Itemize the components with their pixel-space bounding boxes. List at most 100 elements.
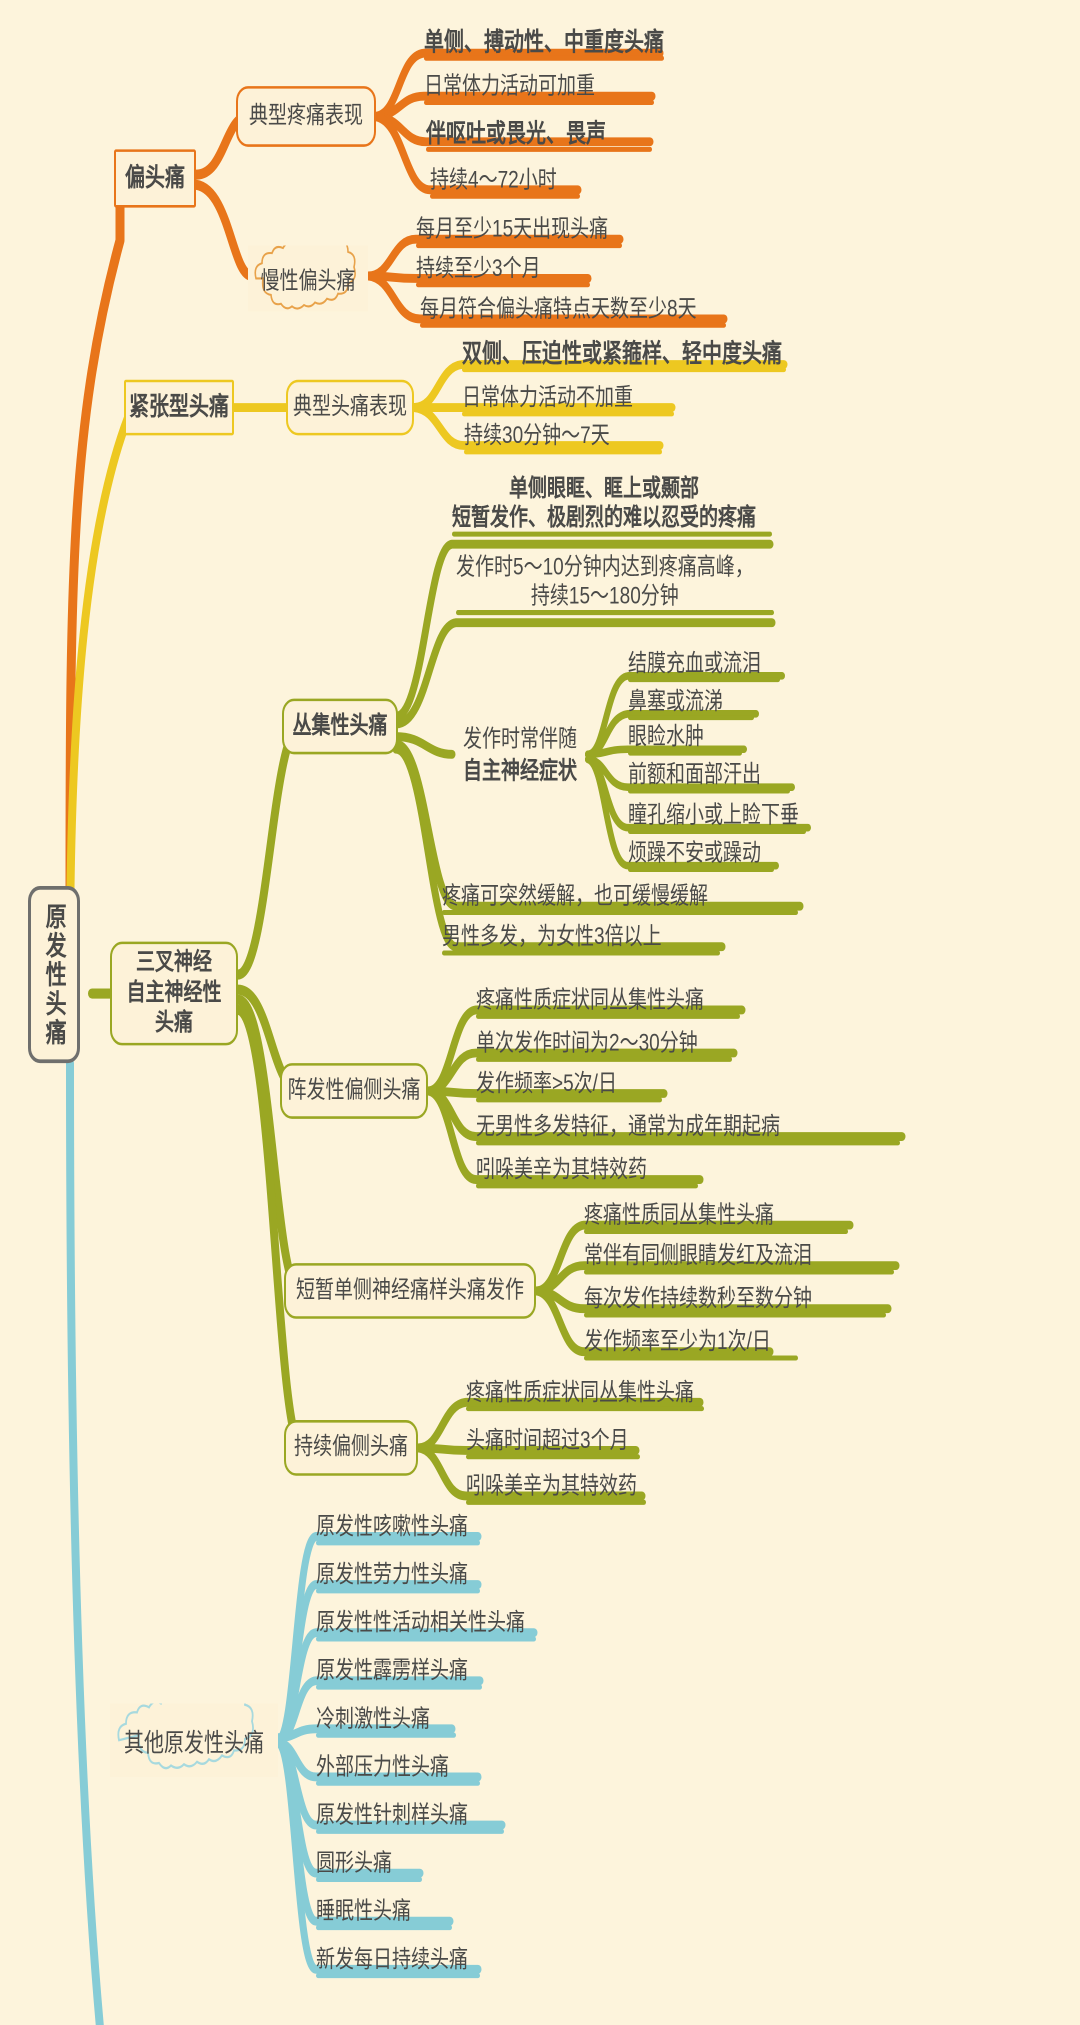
autonomic-group-line-1: 发作时常伴随 [462, 726, 577, 754]
leaf-other-8[interactable]: 圆形头痛 [316, 1850, 422, 1882]
leaf-text: 吲哚美辛为其特效药 [466, 1473, 638, 1500]
leaf-text: 每次发作持续数秒至数分钟 [584, 1285, 813, 1313]
leaf-cluster-1[interactable]: 单侧眼眶、眶上或颞部 短暂发作、极剧烈的难以忍受的疼痛 [452, 476, 772, 537]
leaf-text: 瞳孔缩小或上睑下垂 [628, 802, 800, 829]
branch-tac-line-1: 三叉神经 [135, 949, 212, 977]
leaf-text: 伴呕吐或畏光、畏声 [426, 120, 606, 149]
leaf-text: 原发性性活动相关性头痛 [316, 1609, 526, 1637]
leaf-text: 新发每日持续头痛 [316, 1946, 469, 1974]
leaf-migraine-1[interactable]: 单侧、搏动性、中重度头痛 [424, 28, 664, 61]
leaf-text: 日常体力活动不加重 [462, 384, 634, 412]
leaf-migraine-2[interactable]: 日常体力活动可加重 [424, 73, 654, 105]
leaf-paroxysmal-2[interactable]: 单次发作时间为2～30分钟 [476, 1030, 732, 1062]
leaf-other-7[interactable]: 原发性针刺样头痛 [316, 1802, 504, 1834]
branch-tac[interactable]: 三叉神经 自主神经性 头痛 [110, 941, 238, 1046]
leaf-text: 前额和面部汗出 [628, 761, 762, 789]
leaf-other-6[interactable]: 外部压力性头痛 [316, 1754, 480, 1786]
leaf-suna-4[interactable]: 发作频率至少为1次/日 [584, 1328, 798, 1361]
leaf-cluster-2[interactable]: 发作时5～10分钟内达到疼痛高峰， 持续15～180分钟 [456, 554, 774, 615]
leaf-tension-3[interactable]: 持续30分钟～7天 [464, 422, 662, 455]
leaf-text: 原发性霹雳样头痛 [316, 1657, 469, 1685]
leaf-suna-3[interactable]: 每次发作持续数秒至数分钟 [584, 1285, 886, 1318]
node-cluster-headache[interactable]: 丛集性头痛 [282, 698, 398, 755]
leaf-other-2[interactable]: 原发性劳力性头痛 [316, 1562, 480, 1594]
leaf-text: 睡眠性头痛 [316, 1898, 412, 1926]
node-typical-pain[interactable]: 典型疼痛表现 [236, 86, 376, 147]
node-paroxysmal-hemicrania[interactable]: 阵发性偏侧头痛 [280, 1063, 428, 1119]
leaf-paroxysmal-4[interactable]: 无男性多发特征，通常为成年期起病 [476, 1113, 900, 1146]
cloud-shape-icon [254, 245, 356, 310]
leaf-text: 双侧、压迫性或紧箍样、轻中度头痛 [462, 340, 782, 369]
leaf-text: 头痛时间超过3个月 [466, 1427, 629, 1455]
branch-other-primary[interactable]: 其他原发性头痛 [110, 1703, 278, 1777]
autonomic-group-line-2: 自主神经症状 [462, 758, 577, 785]
leaf-other-10[interactable]: 新发每日持续头痛 [316, 1946, 480, 1978]
leaf-text: 无男性多发特征，通常为成年期起病 [476, 1113, 781, 1141]
node-cluster-headache-label: 丛集性头痛 [292, 712, 388, 740]
leaf-migraine-4[interactable]: 持续4～72小时 [430, 167, 580, 199]
node-hemicrania-continua[interactable]: 持续偏侧头痛 [284, 1420, 418, 1476]
leaf-paroxysmal-5[interactable]: 吲哚美辛为其特效药 [476, 1156, 698, 1189]
leaf-text: 冷刺激性头痛 [316, 1706, 431, 1733]
leaf-paroxysmal-3[interactable]: 发作频率>5次/日 [476, 1070, 662, 1103]
leaf-other-1[interactable]: 原发性咳嗽性头痛 [316, 1513, 480, 1546]
leaf-paroxysmal-1[interactable]: 疼痛性质症状同丛集性头痛 [476, 987, 740, 1019]
leaf-text: 发作频率至少为1次/日 [584, 1328, 771, 1356]
leaf-cluster-extra-1[interactable]: 疼痛可突然缓解，也可缓慢缓解 [442, 883, 798, 915]
leaf-suna-1[interactable]: 疼痛性质同丛集性头痛 [584, 1202, 848, 1234]
root-node[interactable]: 原发性头痛 [28, 885, 80, 1064]
leaf-autonomic-5[interactable]: 瞳孔缩小或上睑下垂 [628, 802, 806, 834]
branch-other-primary-label: 其他原发性头痛 [124, 1729, 264, 1758]
leaf-tension-2[interactable]: 日常体力活动不加重 [462, 384, 674, 417]
leaf-autonomic-2[interactable]: 鼻塞或流涕 [628, 688, 754, 720]
leaf-text: 原发性针刺样头痛 [316, 1802, 469, 1829]
node-tension-typical[interactable]: 典型头痛表现 [286, 379, 414, 436]
leaf-text: 鼻塞或流涕 [628, 688, 724, 716]
leaf-autonomic-1[interactable]: 结膜充血或流泪 [628, 650, 780, 682]
branch-migraine[interactable]: 偏头痛 [114, 149, 196, 208]
branch-tac-line-2: 自主神经性 [126, 979, 222, 1007]
leaf-chronic-2[interactable]: 持续至少3个月 [416, 255, 590, 288]
leaf-text: 原发性咳嗽性头痛 [316, 1513, 469, 1541]
leaf-autonomic-3[interactable]: 眼睑水肿 [628, 723, 742, 756]
leaf-autonomic-6[interactable]: 烦躁不安或躁动 [628, 840, 774, 872]
leaf-text-line2: 短暂发作、极剧烈的难以忍受的疼痛 [452, 504, 757, 532]
node-suna-label: 短暂单侧神经痛样头痛发作 [295, 1277, 524, 1304]
leaf-text: 单次发作时间为2～30分钟 [476, 1030, 698, 1057]
leaf-migraine-3[interactable]: 伴呕吐或畏光、畏声 [426, 119, 652, 152]
leaf-continua-2[interactable]: 头痛时间超过3个月 [466, 1427, 640, 1460]
leaf-text: 持续至少3个月 [416, 255, 541, 283]
node-suna[interactable]: 短暂单侧神经痛样头痛发作 [284, 1263, 536, 1319]
node-chronic-migraine-label: 慢性偏头痛 [260, 267, 356, 295]
leaf-continua-3[interactable]: 吲哚美辛为其特效药 [466, 1473, 646, 1505]
leaf-text: 外部压力性头痛 [316, 1754, 450, 1781]
leaf-other-3[interactable]: 原发性性活动相关性头痛 [316, 1609, 536, 1642]
leaf-continua-1[interactable]: 疼痛性质症状同丛集性头痛 [466, 1379, 704, 1411]
leaf-tension-1[interactable]: 双侧、压迫性或紧箍样、轻中度头痛 [462, 339, 786, 373]
branch-tension-label: 紧张型头痛 [129, 392, 229, 421]
leaf-text: 发作频率>5次/日 [476, 1070, 617, 1098]
leaf-chronic-3[interactable]: 每月符合偏头痛特点天数至少8天 [420, 296, 726, 328]
branch-migraine-label: 偏头痛 [125, 163, 185, 192]
leaf-text: 常伴有同侧眼睛发红及流泪 [584, 1242, 813, 1270]
leaf-other-5[interactable]: 冷刺激性头痛 [316, 1706, 456, 1738]
leaf-other-9[interactable]: 睡眠性头痛 [316, 1898, 452, 1930]
leaf-suna-2[interactable]: 常伴有同侧眼睛发红及流泪 [584, 1242, 894, 1275]
node-paroxysmal-hemicrania-label: 阵发性偏侧头痛 [287, 1077, 421, 1104]
node-tension-typical-label: 典型头痛表现 [292, 393, 407, 421]
leaf-chronic-1[interactable]: 每月至少15天出现头痛 [416, 216, 622, 248]
leaf-text: 结膜充血或流泪 [628, 650, 762, 678]
leaf-text: 单侧、搏动性、中重度头痛 [424, 29, 664, 57]
node-autonomic-group[interactable]: 发作时常伴随 自主神经症状 [452, 724, 588, 790]
leaf-autonomic-4[interactable]: 前额和面部汗出 [628, 761, 790, 794]
leaf-other-4[interactable]: 原发性霹雳样头痛 [316, 1657, 482, 1690]
leaf-text: 眼睑水肿 [628, 723, 705, 751]
leaf-text: 持续30分钟～7天 [464, 422, 610, 450]
leaf-text: 疼痛性质症状同丛集性头痛 [466, 1379, 695, 1407]
leaf-cluster-extra-2[interactable]: 男性多发，为女性3倍以上 [442, 924, 720, 956]
leaf-text: 疼痛可突然缓解，也可缓慢缓解 [442, 883, 709, 910]
leaf-text: 吲哚美辛为其特效药 [476, 1156, 648, 1184]
node-chronic-migraine[interactable]: 慢性偏头痛 [248, 245, 368, 312]
branch-tension[interactable]: 紧张型头痛 [124, 379, 234, 436]
